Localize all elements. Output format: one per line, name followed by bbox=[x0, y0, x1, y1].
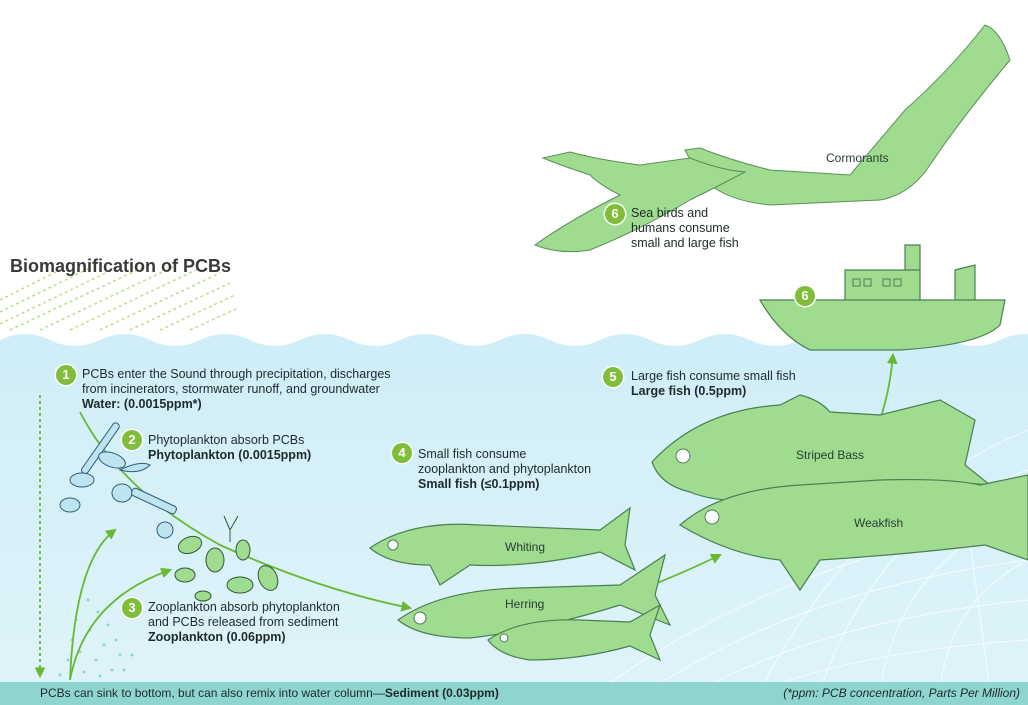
step-4-line-2: zooplankton and phytoplankton bbox=[418, 462, 591, 477]
step-1-badge: 1 bbox=[56, 365, 76, 385]
weakfish-label: Weakfish bbox=[854, 516, 903, 530]
step-3-level: Zooplankton (0.06ppm) bbox=[148, 630, 340, 645]
step-5-badge: 5 bbox=[603, 367, 623, 387]
diagram-title: Biomagnification of PCBs bbox=[10, 256, 231, 277]
step-6-line-1: Sea birds and bbox=[631, 206, 739, 221]
step-3-line-1: Zooplankton absorb phytoplankton bbox=[148, 600, 340, 615]
herring-label: Herring bbox=[505, 597, 544, 611]
step-3-badge: 3 bbox=[122, 598, 142, 618]
step-4-text: Small fish consume zooplankton and phyto… bbox=[418, 447, 591, 492]
step-6-line-3: small and large fish bbox=[631, 236, 739, 251]
step-4-line-1: Small fish consume bbox=[418, 447, 591, 462]
step-5-line-1: Large fish consume small fish bbox=[631, 369, 796, 384]
step-5-level: Large fish (0.5ppm) bbox=[631, 384, 796, 399]
step-1-level: Water: (0.0015ppm*) bbox=[82, 397, 391, 412]
step-6-badge: 6 bbox=[605, 204, 625, 224]
step-2-line-1: Phytoplankton absorb PCBs bbox=[148, 433, 311, 448]
step-1-line-1: PCBs enter the Sound through precipitati… bbox=[82, 367, 391, 382]
step-2-level: Phytoplankton (0.0015ppm) bbox=[148, 448, 311, 463]
step-1-line-2: from incinerators, stormwater runoff, an… bbox=[82, 382, 391, 397]
cormorants-label: Cormorants bbox=[826, 151, 889, 165]
striped-bass-label: Striped Bass bbox=[796, 448, 864, 462]
step-4-level: Small fish (≤0.1ppm) bbox=[418, 477, 591, 492]
step-3-text: Zooplankton absorb phytoplankton and PCB… bbox=[148, 600, 340, 645]
sediment-level: Sediment (0.03ppm) bbox=[385, 686, 499, 700]
step-6-text: Sea birds and humans consume small and l… bbox=[631, 206, 739, 251]
step-1-text: PCBs enter the Sound through precipitati… bbox=[82, 367, 391, 412]
whiting-label: Whiting bbox=[505, 540, 545, 554]
boat-badge: 6 bbox=[795, 286, 815, 306]
step-2-badge: 2 bbox=[122, 430, 142, 450]
sediment-text: PCBs can sink to bottom, but can also re… bbox=[40, 686, 499, 700]
step-5-text: Large fish consume small fish Large fish… bbox=[631, 369, 796, 399]
sediment-description: PCBs can sink to bottom, but can also re… bbox=[40, 686, 385, 700]
ppm-footnote: (*ppm: PCB concentration, Parts Per Mill… bbox=[783, 686, 1020, 700]
step-2-text: Phytoplankton absorb PCBs Phytoplankton … bbox=[148, 433, 311, 463]
step-3-line-2: and PCBs released from sediment bbox=[148, 615, 340, 630]
step-6-line-2: humans consume bbox=[631, 221, 739, 236]
step-4-badge: 4 bbox=[392, 443, 412, 463]
